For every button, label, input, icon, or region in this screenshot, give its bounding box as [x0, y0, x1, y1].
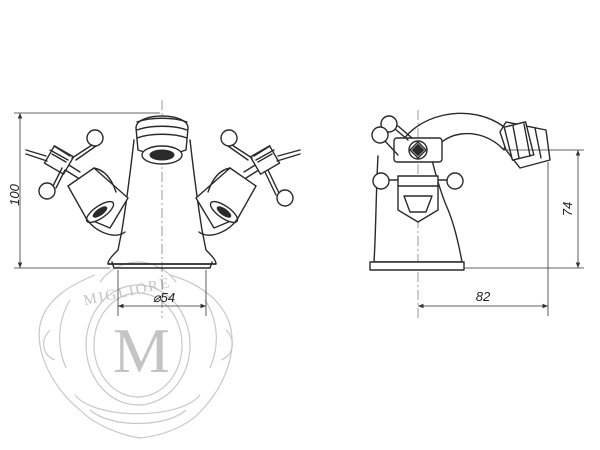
side-base — [369, 261, 465, 271]
dim-depth-side: 82 — [476, 289, 491, 304]
right-handle-knob-top — [220, 129, 238, 147]
left-handle-hub — [43, 145, 75, 175]
right-handle-hub — [249, 145, 281, 175]
dim-height-side: 74 — [560, 202, 575, 216]
side-valve-body — [397, 175, 439, 223]
dim-height-front: 100 — [7, 183, 22, 205]
brand-watermark: MIGLIORE M — [38, 261, 233, 439]
left-valve-arm — [67, 167, 129, 229]
watermark-monogram: M — [113, 315, 170, 386]
left-handle-knob-top — [86, 129, 104, 147]
right-handle-knob-bottom — [276, 189, 294, 207]
side-view: 74 82 — [369, 110, 584, 318]
side-handle-knob-lower-left — [372, 172, 390, 190]
side-handle-knob-lower-right — [446, 172, 464, 190]
right-valve-arm — [195, 167, 257, 229]
dim-base-diameter: ⌀54 — [153, 290, 175, 305]
left-handle-knob-bottom — [38, 182, 56, 200]
front-view: 100 ⌀54 — [7, 100, 301, 318]
side-handle-knob-left — [371, 126, 389, 144]
